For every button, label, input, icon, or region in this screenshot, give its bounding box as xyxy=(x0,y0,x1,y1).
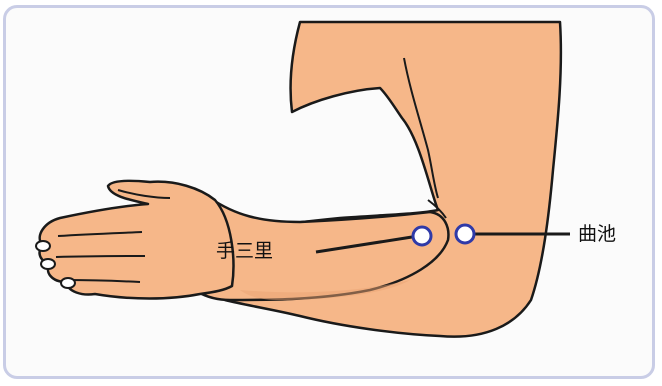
fingernail-2 xyxy=(41,259,55,269)
shousanli-label: 手三里 xyxy=(216,242,273,261)
fingernail-3 xyxy=(61,278,75,288)
finger-line-2 xyxy=(56,256,145,257)
quchi-label: 曲池 xyxy=(578,225,616,244)
fingernail-1 xyxy=(36,241,50,251)
quchi-point-marker xyxy=(456,225,474,243)
shousanli-point-marker xyxy=(413,227,431,245)
